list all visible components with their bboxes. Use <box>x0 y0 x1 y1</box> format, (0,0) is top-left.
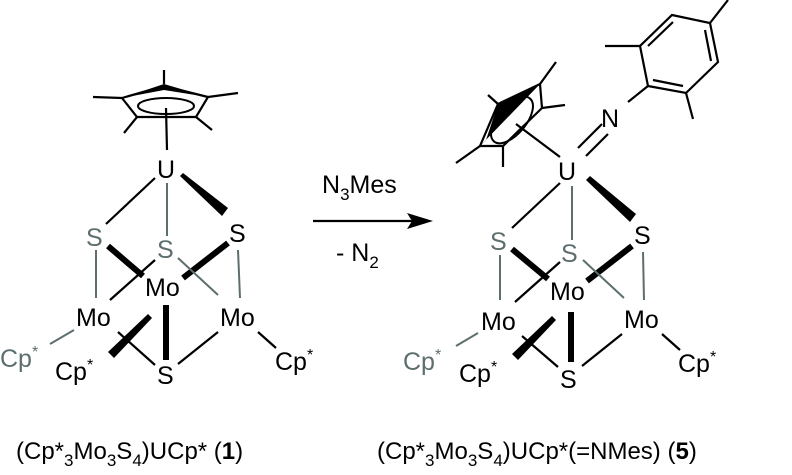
sulfur-atom-right-1: S <box>229 220 246 248</box>
cp-star-ring-5 <box>455 61 566 167</box>
cp-star-label-front-5: Cp* <box>459 359 497 388</box>
sulfur-atom-back-center-5: S <box>561 240 578 268</box>
molybdenum-atom-center-1: Mo <box>145 274 180 302</box>
sulfur-atom-bottom-5: S <box>560 366 577 394</box>
molybdenum-atom-right-1: Mo <box>220 304 255 332</box>
molybdenum-atom-center-5: Mo <box>550 278 585 306</box>
sulfur-atom-back-center-1: S <box>157 236 174 264</box>
cp-star-ring-1 <box>92 70 239 151</box>
cp-star-label-back-5: Cp* <box>403 347 441 376</box>
cp-star-label-right-1: Cp* <box>275 347 313 376</box>
compound-1-caption: (Cp*3Mo3S4)UCp* (1) <box>16 438 243 470</box>
byproduct-label: - N2 <box>336 239 379 272</box>
reagent-label: N3Mes <box>322 171 397 204</box>
sulfur-atom-right-5: S <box>634 222 651 250</box>
mesityl-ring <box>605 0 729 120</box>
sulfur-atom-bottom-1: S <box>157 362 174 390</box>
compound-5-structure: U N S S S Mo Mo Mo <box>403 0 729 394</box>
cp-star-label-back-1: Cp* <box>0 344 38 373</box>
cp-star-label-front-1: Cp* <box>55 357 93 386</box>
molybdenum-atom-left-1: Mo <box>76 304 111 332</box>
molybdenum-atom-left-5: Mo <box>481 308 516 336</box>
sulfur-atom-back-left-1: S <box>86 224 103 252</box>
uranium-atom-1: U <box>157 156 175 184</box>
molybdenum-atom-right-5: Mo <box>624 306 659 334</box>
uranium-atom-5: U <box>558 158 576 186</box>
sulfur-atom-back-left-5: S <box>490 228 507 256</box>
compound-5-caption: (Cp*3Mo3S4)UCp*(=NMes) (5) <box>377 438 697 470</box>
reaction-arrow: N3Mes - N2 <box>313 171 433 272</box>
compound-1-structure: U S S S Mo Mo Mo S Cp* Cp* Cp* <box>0 70 313 390</box>
nitrogen-atom: N <box>601 105 619 133</box>
cp-star-label-right-5: Cp* <box>678 349 716 378</box>
